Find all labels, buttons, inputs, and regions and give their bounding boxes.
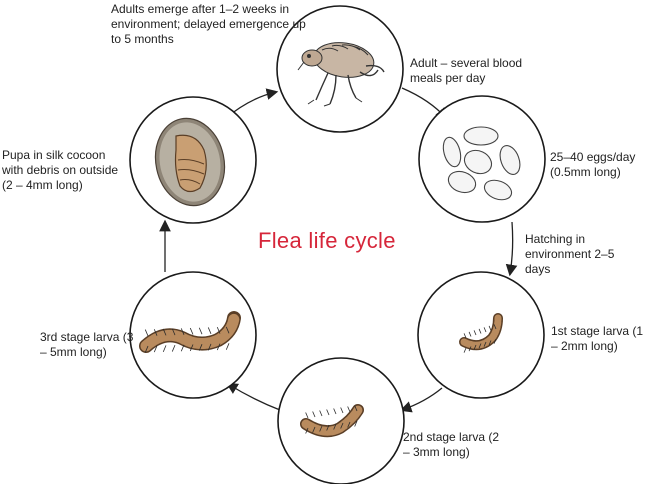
pupa-cocoon-icon — [154, 117, 226, 207]
diagram-title: Flea life cycle — [258, 228, 396, 253]
label-larva3: 3rd stage larva (3 – 5mm long) — [40, 330, 134, 359]
label-eggs: 25–40 eggs/day (0.5mm long) — [550, 150, 636, 179]
flea-eggs-icon — [442, 126, 521, 201]
arrow-larva2-to-larva3 — [226, 382, 281, 411]
label-emergence: Adults emerge after 1–2 weeks in environ… — [111, 2, 306, 46]
cycle-arrows — [159, 87, 518, 413]
first-stage-larva-icon — [459, 313, 503, 353]
adult-flea-icon — [297, 42, 385, 107]
label-hatching: Hatching in environment 2–5 days — [525, 232, 615, 276]
arrow-eggs-to-larva1 — [505, 221, 518, 277]
larva3-circle — [129, 271, 257, 399]
label-larva2: 2nd stage larva (2 – 3mm long) — [403, 430, 500, 459]
larva1-circle — [417, 271, 545, 399]
third-stage-larva-icon — [139, 311, 241, 353]
label-pupa: Pupa in silk cocoon with debris on outsi… — [2, 148, 119, 192]
label-adult: Adult – several blood meals per day — [410, 56, 523, 85]
label-larva1: 1st stage larva (1 – 2mm long) — [551, 324, 644, 353]
stage-circles — [129, 5, 546, 484]
second-stage-larva-icon — [300, 404, 364, 438]
arrow-larva1-to-larva2 — [399, 387, 443, 413]
